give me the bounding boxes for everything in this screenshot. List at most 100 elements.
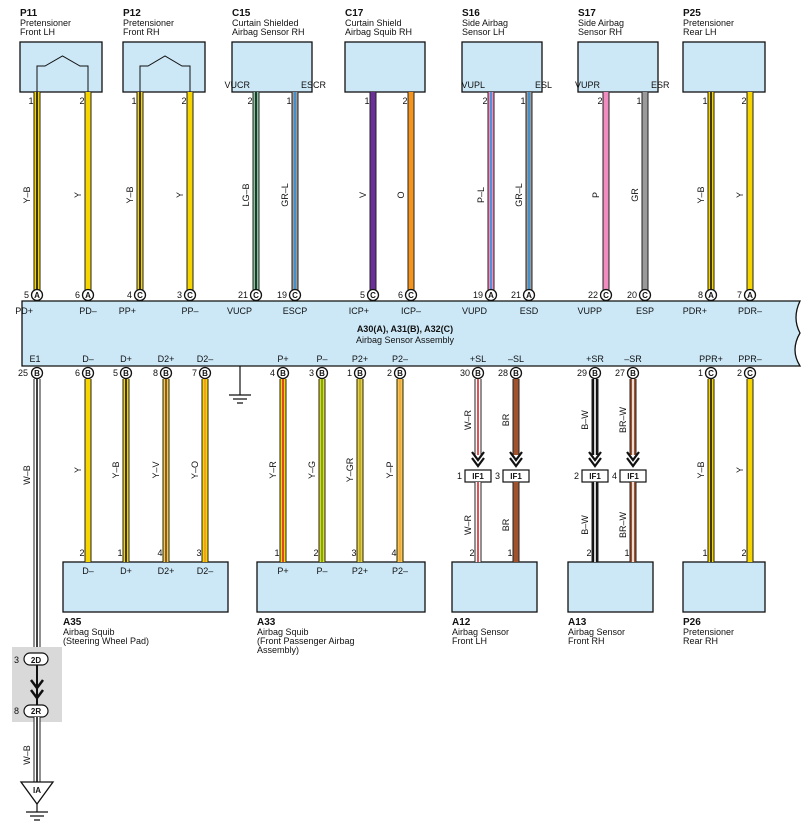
wire-color-label: P	[591, 192, 601, 198]
pin-number: 1	[636, 96, 641, 106]
connector-name-line: Front RH	[568, 636, 605, 646]
connector-id-a35: A35	[63, 617, 82, 628]
connector-id-a13: A13	[568, 617, 587, 628]
connector-name-line: Side Airbag	[578, 18, 624, 28]
pin-letter-circle	[30, 366, 44, 380]
ecu-pin-number: 6	[398, 290, 403, 300]
pin-letter: B	[592, 369, 598, 378]
ground-point-triangle	[19, 781, 55, 806]
pin-letter: B	[397, 369, 403, 378]
ecu-signal-label: D2+	[158, 354, 175, 364]
pin-letter: C	[708, 369, 714, 378]
pin-letter-circle	[276, 366, 290, 380]
pin-letter: C	[187, 291, 193, 300]
connector-name-line: Front LH	[20, 27, 55, 37]
ecu-pin-number: 4	[127, 290, 132, 300]
pin-letter-circle	[159, 366, 173, 380]
pin-signal-label: D–	[82, 566, 94, 576]
wire-color-label: P–L	[476, 187, 486, 203]
connector-box-p26	[682, 561, 766, 613]
pin-letter: C	[747, 369, 753, 378]
pin-letter: C	[292, 291, 298, 300]
inline-connector-pin: 3	[495, 471, 500, 481]
pin-letter-circle	[588, 366, 602, 380]
connector-id-s16: S16	[462, 8, 480, 19]
ecu-pin-number: 20	[627, 290, 637, 300]
wire-color-label: W–B	[22, 745, 32, 765]
ecu-signal-label: P+	[277, 354, 288, 364]
ecu-signal-label: PD–	[79, 306, 97, 316]
ecu-ground-symbol	[229, 366, 251, 404]
pin-letter-circle	[81, 288, 95, 302]
pin-signal-label: P2–	[392, 566, 408, 576]
wire-color-label: Y–O	[190, 461, 200, 479]
wire-color-label: Y–G	[307, 461, 317, 479]
connector-name-line: Airbag Sensor	[568, 627, 625, 637]
pin-letter-circle	[198, 366, 212, 380]
pin-signal-label: D+	[120, 566, 132, 576]
ecu-signal-label: VUPP	[577, 306, 602, 316]
connector-id-p11: P11	[20, 8, 38, 19]
pin-number: 1	[131, 96, 136, 106]
ecu-pin-number: 5	[113, 368, 118, 378]
pin-number: 2	[741, 96, 746, 106]
pin-letter: B	[34, 369, 40, 378]
pin-letter-circle	[509, 366, 523, 380]
connector-box-a33	[256, 561, 426, 613]
pin-letter: B	[319, 369, 325, 378]
connector-box-p12	[122, 41, 206, 93]
wire-color-label: Y–R	[268, 461, 278, 479]
junction-label: 2D	[31, 656, 41, 665]
ecu-pin-number: 5	[360, 290, 365, 300]
pin-letter: B	[357, 369, 363, 378]
pin-letter: A	[488, 291, 494, 300]
connector-box-s16	[461, 41, 543, 93]
wire-color-label: Y–B	[696, 186, 706, 203]
pin-number: 1	[28, 96, 33, 106]
connector-name-line: Side Airbag	[462, 18, 508, 28]
wire-color-label: Y–B	[22, 186, 32, 203]
ecu-pin-number: 28	[498, 368, 508, 378]
ecu-signal-label: VUCP	[227, 306, 252, 316]
connector-id-p26: P26	[683, 617, 701, 628]
pin-number: 1	[702, 96, 707, 106]
pin-letter-circle	[249, 288, 263, 302]
wire-color-label: Y	[735, 192, 745, 198]
pin-letter: B	[630, 369, 636, 378]
connector-name-line: Pretensioner	[20, 18, 71, 28]
ecu-signal-label: PDR–	[738, 306, 762, 316]
inline-connector-arrows	[588, 451, 602, 468]
pin-number: 1	[274, 548, 279, 558]
junction-pin-number: 3	[14, 655, 19, 665]
pin-signal-label: D2+	[158, 566, 175, 576]
wire-color-label: Y–B	[111, 461, 121, 478]
ground-symbol	[26, 804, 48, 821]
ecu-signal-label: D+	[120, 354, 132, 364]
connector-name-line: Sensor LH	[462, 27, 505, 37]
pin-letter: C	[603, 291, 609, 300]
ecu-signal-label: ESP	[636, 306, 654, 316]
wire-color-label: B–W	[580, 410, 590, 430]
wire-color-label: GR	[630, 188, 640, 202]
ecu-signal-label: ICP–	[401, 306, 421, 316]
connector-id-p12: P12	[123, 8, 141, 19]
ecu-signal-label: PP+	[119, 306, 136, 316]
pin-letter-circle	[404, 288, 418, 302]
pin-number: 2	[79, 96, 84, 106]
wire-color-label: GR–L	[280, 183, 290, 207]
connector-name-line: Rear LH	[683, 27, 717, 37]
ecu-signal-label: PPR+	[699, 354, 723, 364]
pin-letter-circle	[626, 366, 640, 380]
ecu-signal-label: P2–	[392, 354, 408, 364]
ecu-signal-label: ICP+	[349, 306, 369, 316]
connector-name-line: (Steering Wheel Pad)	[63, 636, 149, 646]
pin-number: 1	[624, 548, 629, 558]
pin-number: 1	[507, 548, 512, 558]
connector-name-line: Front LH	[452, 636, 487, 646]
connector-id-a33: A33	[257, 617, 276, 628]
pin-letter-circle	[81, 366, 95, 380]
pin-letter-circle	[484, 288, 498, 302]
ecu-signal-label: D–	[82, 354, 94, 364]
wire-color-label: W–R	[463, 515, 473, 536]
ecu-ground-label: E1	[29, 354, 40, 364]
